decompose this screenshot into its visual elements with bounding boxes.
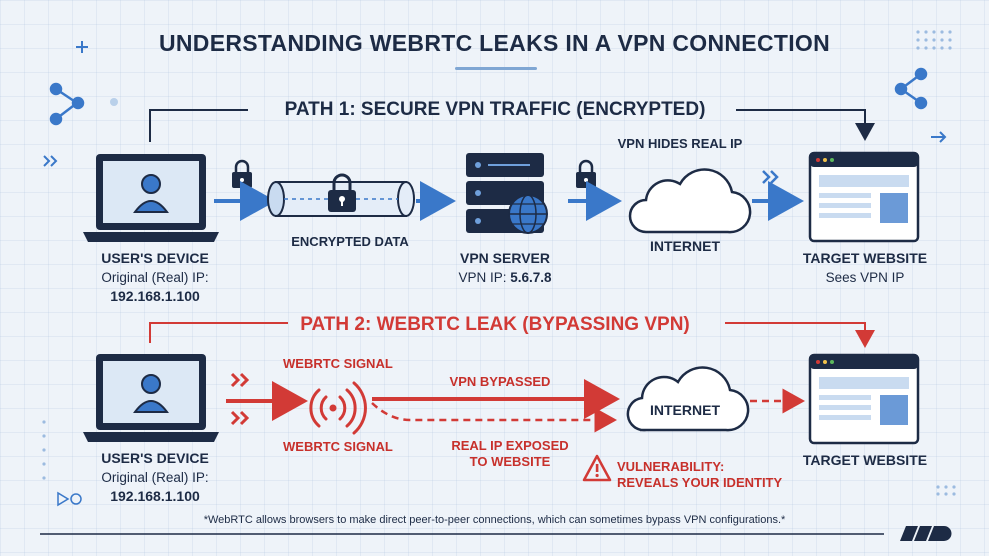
website-window-icon-path1 [808, 151, 920, 243]
chevrons-icon-red-bottom [230, 410, 250, 426]
path2-bracket [149, 322, 875, 348]
path2-heading: PATH 2: WEBRTC LEAK (BYPASSING VPN) [300, 314, 690, 335]
path1-heading: PATH 1: SECURE VPN TRAFFIC (ENCRYPTED) [284, 99, 706, 120]
vulnerability-label: VULNERABILITY: REVEALS YOUR IDENTITY [617, 459, 782, 491]
path2-website-title: TARGET WEBSITE [802, 452, 928, 468]
laptop-icon-path1 [83, 154, 219, 242]
title-underline [455, 67, 537, 70]
chevron-decoration-left [43, 155, 58, 167]
page-title: UNDERSTANDING WEBRTC LEAKS IN A VPN CONN… [158, 30, 830, 56]
vpn-bypassed-label: VPN BYPASSED [449, 374, 551, 389]
footnote: *WebRTC allows browsers to make direct p… [203, 514, 786, 526]
network-nodes-icon-right [894, 67, 928, 110]
real-ip-exposed-line2: TO WEBSITE [469, 454, 551, 469]
webrtc-signal-label-top: WEBRTC SIGNAL [283, 356, 393, 371]
vulnerability-line2: REVEALS YOUR IDENTITY [617, 475, 783, 490]
vpn-server-title: VPN SERVER [460, 250, 550, 266]
path1-device-title: USER'S DEVICE [101, 250, 209, 266]
path1-bracket [149, 109, 875, 142]
network-nodes-icon-left [49, 82, 85, 126]
internet-label-path1: INTERNET [650, 238, 720, 254]
path1-device-ip: 192.168.1.100 [110, 288, 200, 304]
internet-label-path2: INTERNET [650, 402, 720, 418]
cloud-icon-path2 [626, 366, 750, 432]
webrtc-signal-icon [309, 381, 367, 435]
vpn-server-caption: VPN SERVER VPN IP: 5.6.7.8 [430, 250, 580, 285]
path1-website-sub: Sees VPN IP [825, 270, 905, 285]
dot-decoration [110, 98, 118, 106]
path1-device-caption: USER'S DEVICE Original (Real) IP: 192.16… [70, 250, 240, 304]
arrow-decoration-right [931, 131, 947, 143]
arrow-real-ip-exposed [371, 402, 617, 433]
path1-website-caption: TARGET WEBSITE Sees VPN IP [785, 250, 945, 285]
path1-device-ip-label: Original (Real) IP: [101, 270, 209, 285]
path2-website-caption: TARGET WEBSITE [785, 452, 945, 468]
vpn-server-ip-label: VPN IP: [458, 270, 507, 285]
lock-icon-small-1 [232, 159, 252, 188]
path1-website-title: TARGET WEBSITE [802, 250, 928, 266]
path2-device-ip: 192.168.1.100 [110, 488, 200, 504]
path2-device-caption: USER'S DEVICE Original (Real) IP: 192.16… [70, 450, 240, 504]
encrypted-data-label: ENCRYPTED DATA [291, 234, 409, 249]
vpn-server-ip: 5.6.7.8 [510, 270, 552, 285]
webrtc-signal-label-bottom: WEBRTC SIGNAL [283, 439, 393, 454]
website-window-icon-path2 [808, 353, 920, 445]
encrypted-tunnel-icon [267, 173, 415, 217]
plus-icon [76, 41, 88, 53]
vpn-server-icon [466, 153, 548, 234]
brand-logo-icon [900, 526, 952, 541]
laptop-icon-path2 [83, 354, 219, 442]
path2-device-ip-label: Original (Real) IP: [101, 470, 209, 485]
vulnerability-line1: VULNERABILITY: [617, 459, 725, 474]
dot-grid-decoration [916, 30, 952, 50]
dots-decoration-bottom-right [936, 485, 956, 496]
chevrons-icon-path1 [762, 170, 779, 184]
lock-icon-small-2 [576, 159, 596, 188]
path2-device-title: USER'S DEVICE [101, 450, 209, 466]
real-ip-exposed-label: REAL IP EXPOSED TO WEBSITE [430, 438, 590, 470]
dots-decoration-bottom-left [42, 420, 46, 480]
real-ip-exposed-line1: REAL IP EXPOSED [451, 438, 569, 453]
cloud-icon-path1 [628, 168, 752, 234]
play-decoration-bottom-left [57, 491, 82, 507]
vpn-hides-real-ip-label: VPN HIDES REAL IP [617, 136, 743, 151]
chevrons-icon-red-top [230, 372, 250, 388]
warning-icon [582, 454, 612, 482]
